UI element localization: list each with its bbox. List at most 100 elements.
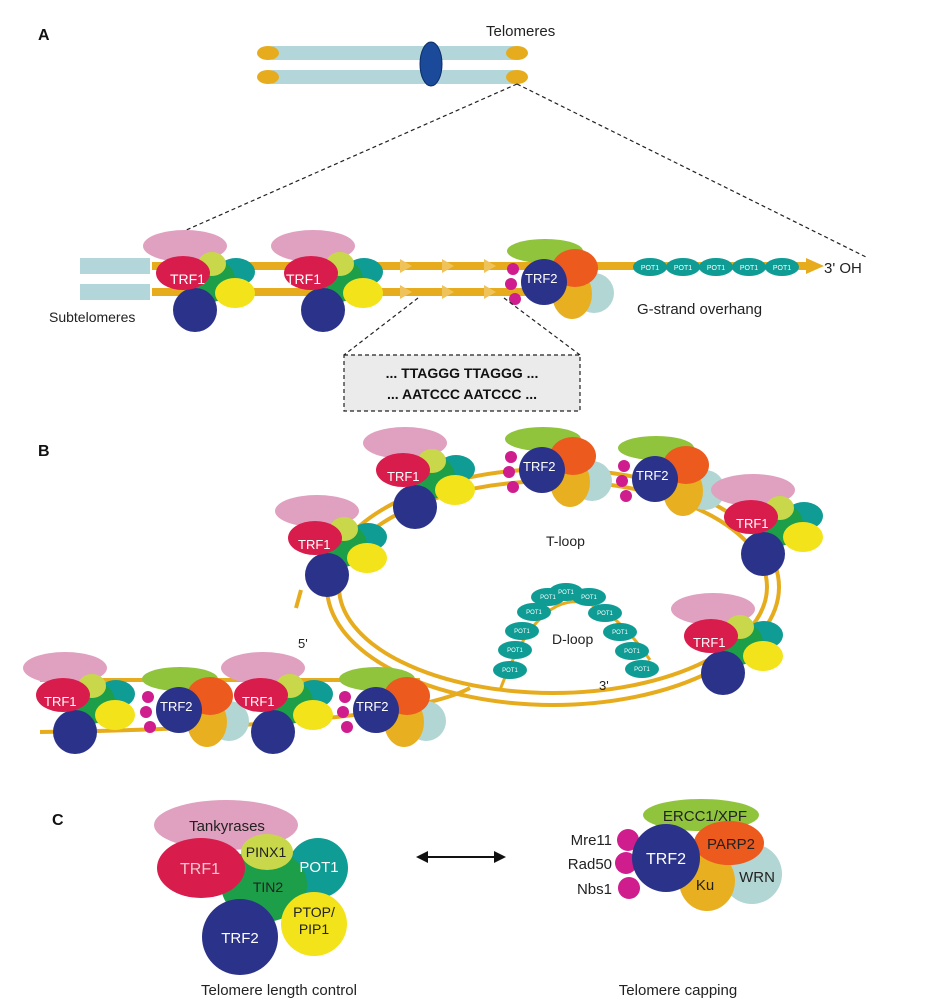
- chromosome: [257, 41, 528, 87]
- panel-a: A Telomeres Subtelomeres: [38, 23, 869, 412]
- pot1-label: POT1: [707, 265, 725, 272]
- sequence-callout: ... TTAGGG TTAGGG ... ... AATCCC AATCCC …: [343, 297, 581, 412]
- pot1-label: POT1: [597, 611, 613, 617]
- capping-caption: Telomere capping: [619, 982, 737, 999]
- trf1-shape: [157, 838, 245, 898]
- pot1-label: POT1: [502, 668, 518, 674]
- five-prime-label: 5': [298, 636, 308, 651]
- panel-a-letter: A: [38, 27, 50, 44]
- length-control-complex: Tankyrases TRF1 PINX1 POT1 TIN2 PTOP/ PI…: [154, 800, 348, 975]
- shelterin-trf2-complex: TRF2: [616, 436, 725, 516]
- pot1-label: POT1: [540, 595, 556, 601]
- trf2-label: TRF2: [160, 699, 193, 714]
- pot1-label: POT1: [624, 649, 640, 655]
- parp2-shape: [694, 821, 764, 865]
- pot1-label: POT1: [558, 590, 574, 596]
- panel-b-letter: B: [38, 443, 50, 460]
- pinx1-shape: [241, 834, 293, 870]
- subtelomere-blocks: [80, 258, 150, 300]
- shelterin-trf1-complex: TRF1: [363, 427, 475, 529]
- shelterin-trf1-complex: TRF1: [711, 474, 823, 576]
- trf1-label: TRF1: [170, 271, 205, 287]
- pinx1-label: PINX1: [246, 844, 287, 860]
- mre11-label: Mre11: [571, 832, 612, 849]
- telomere-cap: [506, 70, 528, 84]
- telomere-cap: [257, 70, 279, 84]
- ku-label: Ku: [696, 877, 714, 894]
- shelterin-trf2-complex: TRF2: [505, 239, 614, 319]
- panel-c: C Tankyrases TRF1 PINX1 POT1 TIN2 PTOP/ …: [52, 799, 782, 999]
- rad50-shape: [615, 852, 637, 874]
- pot1-label: POT1: [740, 265, 758, 272]
- three-prime-label: 3': [599, 678, 609, 693]
- ptop-label-line2: PIP1: [299, 921, 330, 937]
- shelterin-trf2-complex: TRF2: [140, 667, 249, 747]
- telomere-cap: [506, 46, 528, 60]
- g-strand-overhang-label: G-strand overhang: [637, 301, 762, 318]
- tin2-label: TIN2: [253, 879, 284, 895]
- pot1-label: POT1: [299, 859, 338, 876]
- ercc1-xpf-label: ERCC1/XPF: [663, 808, 747, 825]
- panel-b: B 5' 3' T-loop D-loop POT1: [23, 427, 823, 754]
- d-loop-label: D-loop: [552, 631, 593, 647]
- trf1-label: TRF1: [298, 537, 331, 552]
- parp2-label: PARP2: [707, 836, 755, 853]
- trf2-label: TRF2: [646, 851, 686, 868]
- telomere-cap: [257, 46, 279, 60]
- shelterin-trf1-complex: TRF1: [23, 652, 135, 754]
- tankyrases-label: Tankyrases: [189, 818, 265, 835]
- shelterin-trf1-complex: TRF1: [143, 230, 255, 332]
- trf1-label: TRF1: [44, 694, 77, 709]
- trf2-label: TRF2: [356, 699, 389, 714]
- three-oh-label: 3' OH: [824, 260, 862, 277]
- trf2-label: TRF2: [221, 930, 259, 947]
- nbs1-label: Nbs1: [577, 881, 612, 898]
- trf2-shape: [202, 899, 278, 975]
- shelterin-trf1-complex: TRF1: [671, 593, 783, 695]
- t-loop-label: T-loop: [546, 533, 585, 549]
- pot1-label: POT1: [526, 610, 542, 616]
- trf1-label: TRF1: [387, 469, 420, 484]
- trf1-label: TRF1: [242, 694, 275, 709]
- trf2-label: TRF2: [523, 459, 556, 474]
- pot1-label: POT1: [674, 265, 692, 272]
- wrn-label: WRN: [739, 869, 775, 886]
- subtelomeres-label: Subtelomeres: [49, 309, 135, 325]
- sequence-top-strand: ... TTAGGG TTAGGG ...: [386, 365, 539, 381]
- ptop-label-line1: PTOP/: [293, 904, 335, 920]
- shelterin-trf1-complex: TRF1: [275, 495, 387, 597]
- zoom-lines: [149, 83, 869, 259]
- pot1-label: POT1: [634, 667, 650, 673]
- centromere: [419, 41, 443, 87]
- length-control-caption: Telomere length control: [201, 982, 357, 999]
- trf2-label: TRF2: [636, 468, 669, 483]
- trf1-label: TRF1: [693, 635, 726, 650]
- shelterin-trf2-complex: TRF2: [503, 427, 612, 507]
- shelterin-trf2-complex: TRF2: [337, 667, 446, 747]
- trf1-label: TRF1: [736, 516, 769, 531]
- pot1-label: POT1: [514, 629, 530, 635]
- telomeres-label: Telomeres: [486, 23, 555, 40]
- shelterin-trf1-complex: TRF1: [221, 652, 333, 754]
- trf1-label: TRF1: [180, 861, 220, 878]
- capping-complex: ERCC1/XPF Mre11 Rad50 Nbs1 TRF2 PARP2 Ku…: [568, 799, 782, 911]
- pot1-chain: POT1 POT1 POT1 POT1 POT1: [633, 258, 799, 276]
- ptop-pip1-shape: [281, 892, 347, 956]
- panel-c-letter: C: [52, 812, 64, 829]
- pot1-label: POT1: [507, 648, 523, 654]
- sequence-bottom-strand: ... AATCCC AATCCC ...: [387, 386, 537, 402]
- trf2-shape: [632, 824, 700, 892]
- pot1-label: POT1: [581, 595, 597, 601]
- d-loop-strand: POT1 POT1 POT1 POT1 POT1 POT1 POT1 POT1 …: [493, 583, 659, 691]
- nbs1-shape: [618, 877, 640, 899]
- pot1-label: POT1: [612, 630, 628, 636]
- rad50-label: Rad50: [568, 856, 612, 873]
- trf2-label: TRF2: [525, 271, 558, 286]
- trf1-label: TRF1: [286, 271, 321, 287]
- double-arrow: [416, 851, 506, 863]
- shelterin-trf1-complex: TRF1: [271, 230, 383, 332]
- pot1-label: POT1: [641, 265, 659, 272]
- mre11-shape: [617, 829, 639, 851]
- pot1-label: POT1: [773, 265, 791, 272]
